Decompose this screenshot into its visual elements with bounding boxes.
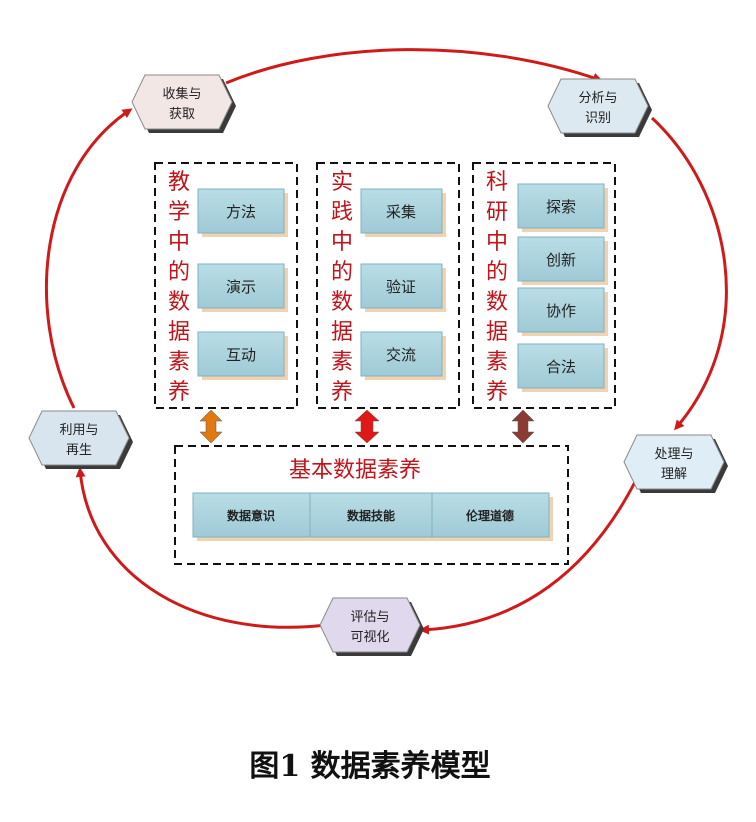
- research-item-legal-label: 合法: [546, 358, 576, 376]
- teaching-item-demo-label: 演示: [226, 278, 256, 296]
- basic-segment-skills: 数据技能: [347, 508, 395, 523]
- group-title-char: 养: [331, 380, 353, 405]
- teaching-item-interaction-label: 互动: [226, 346, 256, 364]
- practice-item-collect: 采集: [360, 188, 446, 237]
- practice-item-verify: 验证: [360, 263, 446, 312]
- arrow-reuse-to-collect: [44, 108, 133, 409]
- group-title-text: 科研中的数据素养: [486, 170, 508, 405]
- basic-literacy-block: 基本数据素养 数据意识 数据技能 伦理道德: [174, 445, 569, 565]
- cycle-node-reuse: 利用与 再生: [28, 410, 133, 469]
- group-title-char: 中: [486, 230, 508, 255]
- group-title-char: 数: [486, 290, 508, 315]
- group-title-text: 教学中的数据素养: [168, 170, 190, 405]
- group-title-char: 的: [331, 260, 353, 285]
- basic-segment-awareness: 数据意识: [227, 508, 275, 523]
- group-title-char: 养: [168, 380, 190, 405]
- basic-literacy-frame: [174, 445, 569, 565]
- research-item-innovate: 创新: [517, 236, 608, 285]
- group-teaching: 教学中的数据素养 方法 演示 互动: [154, 162, 298, 409]
- cycle-node-process: 处理与 理解: [623, 434, 728, 493]
- teaching-item-demo: 演示: [197, 263, 288, 312]
- connector-teaching: [199, 409, 223, 444]
- group-title-char: 数: [331, 290, 353, 315]
- group-title-char: 的: [168, 260, 190, 285]
- research-item-explore-label: 探索: [546, 198, 576, 216]
- practice-item-exchange: 交流: [360, 331, 446, 380]
- group-title-char: 养: [486, 380, 508, 405]
- practice-item-exchange-label: 交流: [386, 346, 416, 364]
- group-teaching-title: 教学中的数据素养: [168, 170, 190, 405]
- group-title-char: 教: [168, 170, 190, 195]
- teaching-item-method-label: 方法: [226, 203, 256, 221]
- connector-practice: [354, 409, 380, 444]
- cycle-arrows: [44, 48, 728, 635]
- group-teaching-frame: [154, 162, 298, 409]
- connector-research: [511, 409, 535, 444]
- group-title-char: 实: [331, 170, 353, 195]
- group-title-char: 的: [486, 260, 508, 285]
- node-reuse-line1: 利用与: [59, 423, 98, 438]
- node-collect-line2: 获取: [169, 107, 195, 122]
- node-evaluate-line1: 评估与: [350, 610, 389, 625]
- practice-item-verify-label: 验证: [386, 278, 416, 296]
- research-item-collaborate-label: 协作: [546, 302, 576, 320]
- arrow-evaluate-to-reuse: [75, 467, 327, 629]
- group-title-char: 学: [168, 200, 190, 225]
- group-practice-title: 实践中的数据素养: [331, 170, 353, 405]
- node-evaluate-line2: 可视化: [350, 630, 389, 645]
- node-analyze-line1: 分析与: [578, 91, 617, 106]
- arrow-process-to-evaluate: [419, 479, 638, 635]
- cycle-node-collect: 收集与 获取: [131, 74, 236, 133]
- cycle-node-analyze: 分析与 识别: [547, 78, 652, 137]
- research-item-collaborate: 协作: [517, 287, 608, 336]
- group-title-char: 据: [331, 320, 353, 345]
- group-research-title: 科研中的数据素养: [486, 170, 508, 405]
- group-title-char: 据: [168, 320, 190, 345]
- node-process-line1: 处理与: [654, 447, 693, 462]
- node-process-line2: 理解: [661, 467, 687, 482]
- node-collect-line1: 收集与: [162, 86, 201, 102]
- group-title-char: 研: [486, 200, 508, 225]
- group-title-char: 中: [331, 230, 353, 255]
- cycle-node-evaluate: 评估与 可视化: [319, 597, 424, 656]
- group-title-char: 数: [168, 290, 190, 315]
- research-item-explore: 探索: [517, 183, 608, 232]
- group-title-char: 素: [331, 350, 353, 375]
- group-research: 科研中的数据素养 探索 创新 协作 合法: [472, 162, 616, 409]
- group-research-frame: [472, 162, 616, 409]
- figure-caption: 图1 数据素养模型: [249, 749, 490, 784]
- practice-item-collect-label: 采集: [386, 203, 416, 221]
- teaching-item-interaction: 互动: [197, 331, 288, 380]
- basic-segment-ethics: 伦理道德: [466, 508, 514, 523]
- node-reuse-line2: 再生: [66, 443, 92, 458]
- group-title-char: 据: [486, 320, 508, 345]
- node-analyze-line2: 识别: [585, 111, 611, 126]
- basic-literacy-title: 基本数据素养: [289, 458, 421, 483]
- research-item-legal: 合法: [517, 343, 608, 392]
- group-title-text: 实践中的数据素养: [331, 170, 353, 405]
- group-title-char: 素: [168, 350, 190, 375]
- group-title-char: 中: [168, 230, 190, 255]
- arrow-collect-to-analyze: [225, 48, 603, 85]
- group-practice-frame: [316, 162, 460, 409]
- group-title-char: 科: [486, 170, 508, 195]
- arrow-analyze-to-process: [650, 116, 728, 431]
- research-item-innovate-label: 创新: [546, 251, 576, 269]
- group-title-char: 践: [331, 200, 353, 225]
- teaching-item-method: 方法: [197, 188, 288, 237]
- group-title-char: 素: [486, 350, 508, 375]
- group-practice: 实践中的数据素养 采集 验证 交流: [316, 162, 460, 409]
